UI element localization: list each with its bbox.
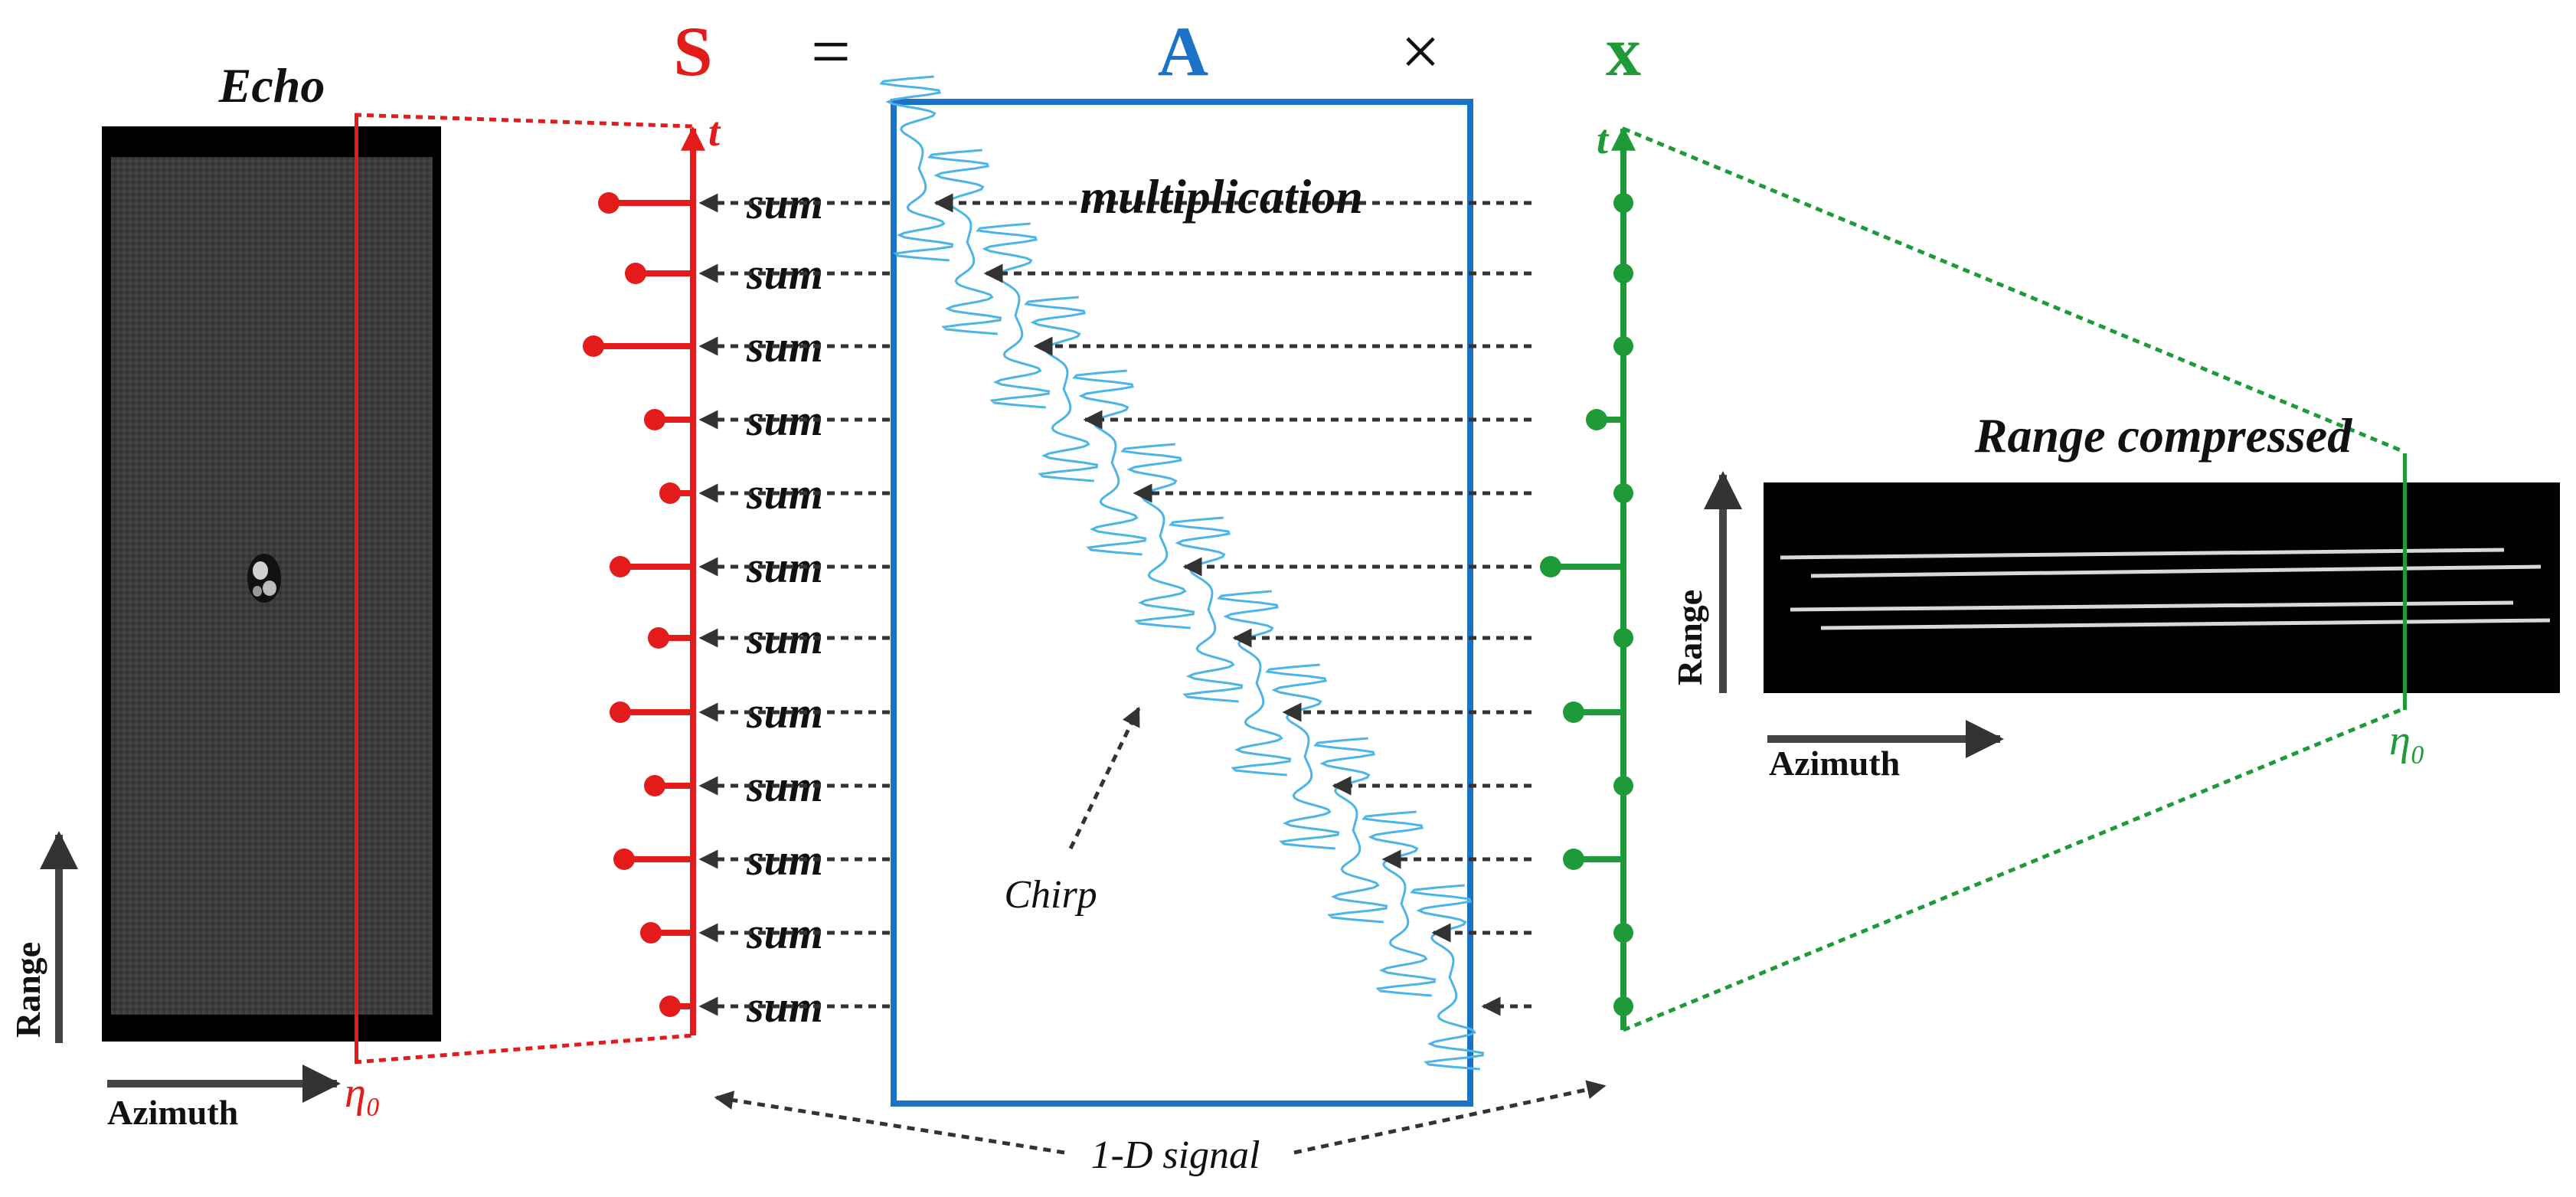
equation-x: x (1606, 12, 1641, 90)
sum-label: sum (746, 982, 823, 1032)
signal-right-arrow-icon (1293, 1080, 1607, 1155)
vector-stem (1563, 849, 1623, 870)
sum-label: sum (746, 395, 823, 445)
echo-zoom-line-bottom (354, 1033, 694, 1065)
chirp-pointer-arrow-icon (1068, 706, 1141, 850)
chirp-wave (976, 222, 1051, 409)
vector-stem (1613, 263, 1633, 283)
vector-stem (1540, 556, 1623, 577)
chirp-wave (1120, 443, 1195, 630)
matrix-frame (891, 99, 1473, 1107)
sum-label: sum (746, 178, 823, 228)
equation-times: × (1401, 12, 1440, 90)
chirp-wave (1362, 810, 1437, 997)
echo-stem (625, 263, 693, 284)
sum-label: sum (746, 908, 823, 958)
sum-label: sum (746, 469, 823, 518)
chirp-waveforms (879, 75, 1485, 1071)
vector-stem (1563, 702, 1623, 723)
vector-zoom-line-bottom (1623, 706, 2405, 1032)
echo-stem (610, 556, 693, 577)
sum-label: sum (746, 835, 823, 885)
signal-left-arrow-icon (714, 1091, 1065, 1155)
chirp-wave (1217, 590, 1292, 777)
sum-label: sum (746, 249, 823, 299)
chirp-wave (1169, 516, 1244, 703)
echo-stem (613, 849, 693, 870)
matrix-a: multiplication Chirp (698, 75, 1532, 1107)
echo-t-label: t (708, 109, 721, 155)
sum-label: sum (746, 542, 823, 592)
range-compressed-title: Range compressed (1974, 408, 2352, 463)
vector-stem (1586, 409, 1623, 430)
sum-arrows (698, 193, 890, 1016)
chirp-wave (1024, 296, 1099, 482)
vector-stem (1613, 628, 1633, 648)
vector-stem (1613, 193, 1633, 213)
echo-eta-label: η₀ (345, 1069, 381, 1117)
equation-s: S (673, 12, 712, 90)
compressed-eta-label: η₀ (2389, 717, 2425, 764)
sum-label: sum (746, 322, 823, 371)
echo-signal-axis: t sum sum sum sum sum sum sum sum sum sum sum sum (583, 109, 823, 1035)
echo-panel: Echo Range Azimuth η₀ (8, 58, 694, 1132)
echo-range-label: Range (8, 942, 47, 1038)
vector-t-label: t (1597, 116, 1610, 162)
chirp-wave (1072, 369, 1147, 556)
echo-title: Echo (218, 58, 325, 113)
range-compressed-image (1764, 482, 2560, 693)
chirp-label: Chirp (1004, 873, 1097, 917)
vector-stems (1540, 193, 1633, 1016)
sum-labels: sum sum sum sum sum sum sum sum sum sum sum sum (746, 178, 823, 1032)
echo-stem (610, 702, 693, 723)
vector-x-axis: t (1540, 116, 2405, 1032)
signal-label: 1-D signal (1091, 1133, 1260, 1177)
sum-label: sum (746, 688, 823, 737)
echo-stem (644, 409, 693, 430)
compressed-azimuth-label: Azimuth (1769, 744, 1900, 783)
sum-label: sum (746, 761, 823, 811)
echo-stem (583, 335, 693, 357)
compressed-lines (1780, 548, 2551, 630)
range-compressed-panel: Range compressed η₀ Range Azimuth (1670, 408, 2560, 783)
echo-zoom-line-top (354, 113, 694, 129)
vector-stem (1613, 483, 1633, 503)
echo-stem (640, 922, 693, 944)
sum-label: sum (746, 613, 823, 663)
echo-stem (659, 996, 693, 1017)
echo-stem (644, 775, 693, 796)
chirp-wave (1410, 884, 1485, 1071)
multiplication-label: multiplication (1080, 169, 1363, 224)
echo-stem (598, 192, 693, 214)
echo-stems (583, 192, 693, 1017)
vector-stem (1613, 336, 1633, 356)
equation: S = A × x (673, 12, 1641, 90)
echo-azimuth-label: Azimuth (107, 1093, 238, 1132)
equation-equals: = (811, 12, 851, 90)
echo-stem (659, 482, 693, 504)
vector-stem (1613, 776, 1633, 796)
echo-selected-column (355, 113, 358, 1063)
chirp-wave (927, 149, 1002, 335)
vector-stem (1613, 996, 1633, 1016)
vector-stem (1613, 923, 1633, 943)
equation-a: A (1158, 12, 1208, 90)
compressed-range-label: Range (1670, 590, 1709, 685)
chirp-wave (1265, 663, 1340, 850)
echo-point-target (247, 554, 281, 603)
chirp-wave (879, 75, 954, 262)
signal-annotation: 1-D signal (714, 1080, 1607, 1177)
echo-stem (648, 627, 693, 649)
compressed-selected-column (2403, 453, 2407, 710)
multiplication-arrows (933, 193, 1532, 1016)
vector-zoom-line-top (1623, 126, 2405, 454)
chirp-wave (1313, 737, 1388, 924)
